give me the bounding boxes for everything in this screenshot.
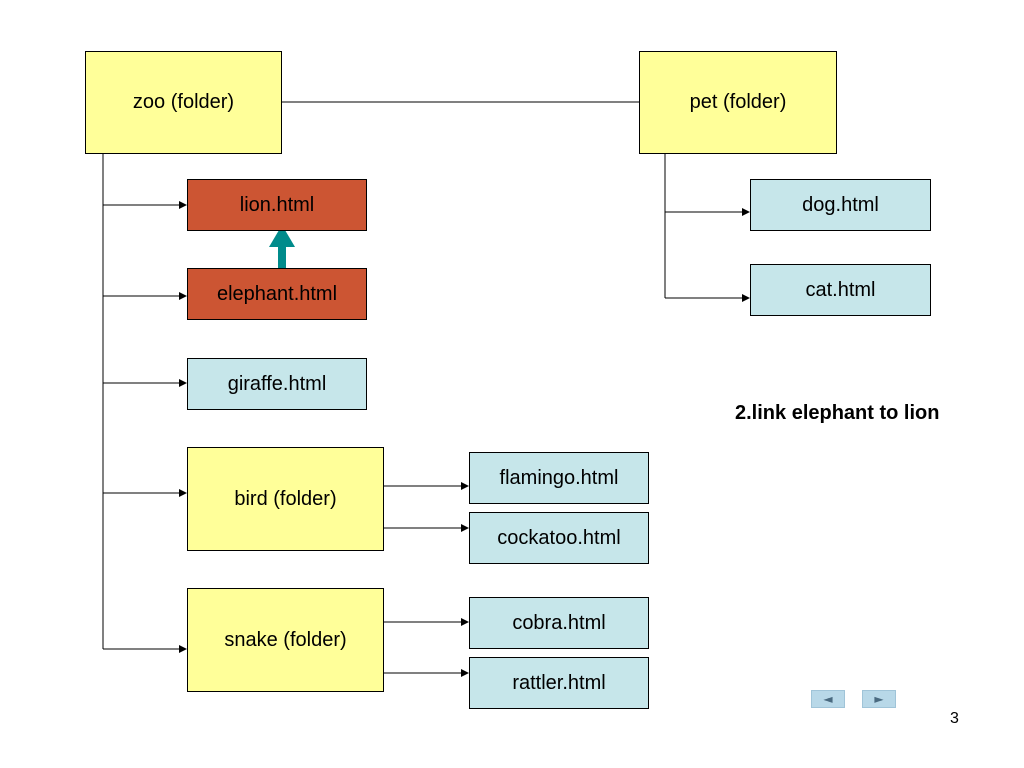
lion-file-label: lion.html [239,193,315,216]
slide-caption: 2.link elephant to lion [735,402,940,424]
next-slide-button[interactable]: ► [862,690,896,708]
giraffe-file-box: giraffe.html [187,358,367,410]
pet-folder-box: pet (folder) [639,51,837,154]
cat-file-label: cat.html [805,278,876,301]
flamingo-file-label: flamingo.html [499,466,619,489]
snake-folder-box: snake (folder) [187,588,384,692]
dog-file-label: dog.html [802,193,879,216]
pet-folder-label: pet (folder) [689,91,787,113]
next-arrow-icon: ► [874,692,884,706]
bird-folder-label: bird (folder) [234,487,337,510]
zoo-folder-box: zoo (folder) [85,51,282,154]
cat-file-box: cat.html [750,264,931,316]
rattler-file-label: rattler.html [512,671,606,694]
cockatoo-file-label: cockatoo.html [497,526,621,549]
previous-arrow-icon: ◄ [823,692,833,706]
cobra-file-label: cobra.html [512,611,606,634]
elephant-file-label: elephant.html [216,282,338,305]
previous-slide-button[interactable]: ◄ [811,690,845,708]
bird-folder-box: bird (folder) [187,447,384,551]
dog-file-box: dog.html [750,179,931,231]
flamingo-file-box: flamingo.html [469,452,649,504]
snake-folder-label: snake (folder) [224,628,347,651]
page-number: 3 [950,710,959,727]
cobra-file-box: cobra.html [469,597,649,649]
cockatoo-file-box: cockatoo.html [469,512,649,564]
zoo-folder-label: zoo (folder) [132,91,235,113]
giraffe-file-label: giraffe.html [227,372,327,395]
lion-file-box: lion.html [187,179,367,231]
rattler-file-box: rattler.html [469,657,649,709]
elephant-to-lion-link-arrow [269,225,295,281]
elephant-file-box: elephant.html [187,268,367,320]
